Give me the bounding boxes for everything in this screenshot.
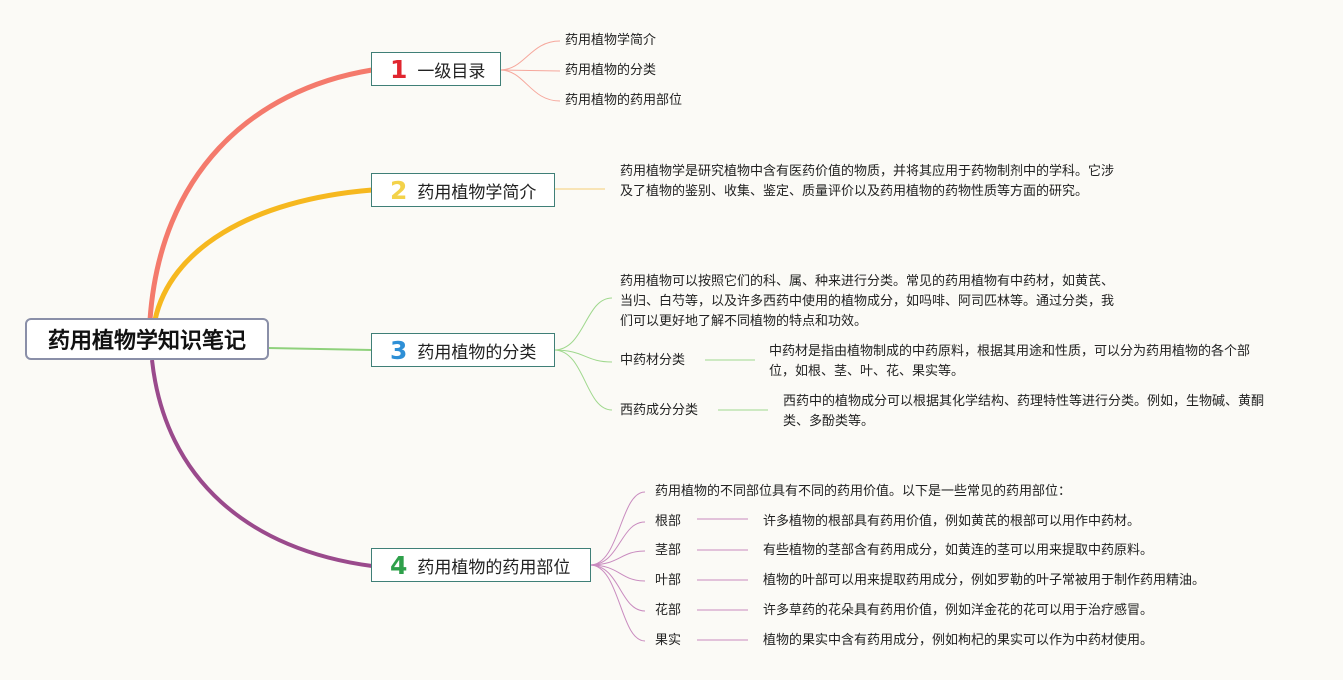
branch-2-connector bbox=[152, 187, 373, 321]
branch-3-sub-2-detail: 西药中的植物成分可以根据其化学结构、药理特性等进行分类。例如，生物碱、黄酮类、多… bbox=[783, 394, 1265, 429]
branch-4-sub-5-detail: 植物的果实中含有药用成分，例如枸杞的果实可以作为中药材使用。 bbox=[763, 633, 1154, 648]
branch-4-sub-2-label: 茎部 bbox=[655, 543, 682, 558]
branch-3-sub-1-label: 中药材分类 bbox=[620, 353, 686, 368]
branch-1-node[interactable]: 1 一级目录 bbox=[371, 52, 501, 86]
branch-4-node[interactable]: 4 药用植物的药用部位 bbox=[371, 548, 591, 582]
branch-4-sub-3-detail: 植物的叶部可以用来提取药用成分，例如罗勒的叶子常被用于制作药用精油。 bbox=[763, 573, 1206, 588]
branch-4-label: 药用植物的药用部位 bbox=[417, 557, 571, 578]
branch-3-connector bbox=[267, 347, 373, 351]
branch-4-sub-4-label: 花部 bbox=[655, 603, 682, 618]
branch-1-item-1: 药用植物学简介 bbox=[565, 33, 657, 48]
branch-1-number: 1 bbox=[390, 54, 408, 84]
branch-1-item-2: 药用植物的分类 bbox=[565, 63, 657, 78]
branch-3-number: 3 bbox=[390, 335, 408, 365]
branch-4-sub-3-label: 叶部 bbox=[655, 573, 682, 588]
branch-1-item-3: 药用植物的药用部位 bbox=[565, 93, 683, 108]
branch-4-intro: 药用植物的不同部位具有不同的药用价值。以下是一些常见的药用部位： bbox=[655, 484, 1072, 499]
branch-1-label: 一级目录 bbox=[417, 61, 486, 82]
branch-3-sub-2-label: 西药成分分类 bbox=[620, 403, 699, 418]
branch-2-label: 药用植物学简介 bbox=[417, 182, 537, 203]
branch-2-node[interactable]: 2 药用植物学简介 bbox=[371, 173, 555, 207]
branch-4-connector bbox=[150, 359, 373, 568]
branch-4-sub-2-detail: 有些植物的茎部含有药用成分，如黄连的茎可以用来提取中药原料。 bbox=[763, 543, 1154, 558]
branch-4-number: 4 bbox=[390, 550, 408, 580]
branch-1-connector bbox=[147, 67, 373, 321]
branch-3-sub-1-detail: 中药材是指由植物制成的中药原料，根据其用途和性质，可以分为药用植物的各个部位，如… bbox=[769, 344, 1251, 379]
branch-3-label: 药用植物的分类 bbox=[417, 342, 537, 363]
root-title: 药用植物学知识笔记 bbox=[47, 329, 246, 354]
branch-4-sub-1-label: 根部 bbox=[655, 514, 682, 529]
branch-3-node[interactable]: 3 药用植物的分类 bbox=[371, 333, 555, 367]
branch-2-description: 药用植物学是研究植物中含有医药价值的物质，并将其应用于药物制剂中的学科。它涉及了… bbox=[620, 164, 1115, 199]
branch-2-number: 2 bbox=[390, 175, 408, 205]
root-node[interactable]: 药用植物学知识笔记 bbox=[25, 318, 269, 360]
branch-3-description: 药用植物可以按照它们的科、属、种来进行分类。常见的药用植物有中药材，如黄芪、当归… bbox=[620, 274, 1115, 329]
branch-4-sub-5-label: 果实 bbox=[655, 633, 682, 648]
branch-4-sub-4-detail: 许多草药的花朵具有药用价值，例如洋金花的花可以用于治疗感冒。 bbox=[763, 603, 1154, 618]
branch-4-sub-1-detail: 许多植物的根部具有药用价值，例如黄芪的根部可以用作中药材。 bbox=[763, 514, 1141, 529]
